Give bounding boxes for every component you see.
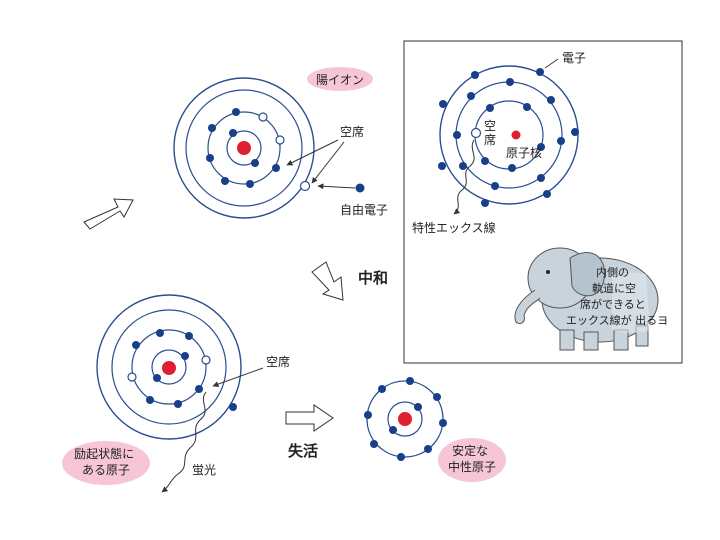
electron <box>364 411 372 419</box>
electron <box>453 131 461 139</box>
electron <box>459 162 467 170</box>
electron <box>229 403 237 411</box>
electron <box>424 445 432 453</box>
electron <box>543 190 551 198</box>
excited-line-1: 励起状態に <box>74 446 134 461</box>
neutralization-label: 中和 <box>358 269 388 287</box>
free-electron-label: 自由電子 <box>340 203 388 217</box>
electron <box>571 128 579 136</box>
vacancy-label-top: 空席 <box>340 124 364 139</box>
vacancy <box>202 356 210 364</box>
excited-line-2: ある原子 <box>82 463 130 477</box>
electron <box>471 71 479 79</box>
electron <box>536 68 544 76</box>
stable-line-2: 中性原子 <box>448 459 496 474</box>
electron <box>537 174 545 182</box>
electron <box>481 157 489 165</box>
cation-label: 陽イオン <box>316 73 364 87</box>
elephant-note-line-1: 内側の <box>596 265 629 279</box>
stable-atom <box>364 377 447 461</box>
electron <box>146 396 154 404</box>
elephant-note-line-2: 軌道に空 <box>592 281 636 295</box>
electron <box>229 129 237 137</box>
nucleus-label: 原子核 <box>506 146 542 160</box>
deactivation-label: 失活 <box>288 442 318 460</box>
electron <box>406 377 414 385</box>
electron <box>439 100 447 108</box>
electron <box>246 180 254 188</box>
electron <box>397 453 405 461</box>
electron <box>221 177 229 185</box>
electron <box>378 385 386 393</box>
electron <box>523 103 531 111</box>
characteristic-xray-label: 特性エックス線 <box>412 220 496 235</box>
electron <box>251 159 259 167</box>
vacancy-label-bottom: 空席 <box>266 354 290 369</box>
electron <box>486 104 494 112</box>
electron-label: 電子 <box>562 51 586 65</box>
electron <box>547 96 555 104</box>
free-electron <box>356 184 365 193</box>
elephant-note-line-3: 席ができると <box>580 297 646 311</box>
vacancy <box>301 182 310 191</box>
electron <box>272 164 280 172</box>
nucleus <box>398 412 412 426</box>
vacancy <box>128 373 136 381</box>
positive-ion-atom <box>174 78 314 218</box>
nucleus <box>162 361 176 375</box>
electron <box>467 92 475 100</box>
fluorescence-label: 蛍光 <box>192 463 216 477</box>
excited-atom <box>97 295 241 439</box>
nucleus <box>237 141 251 155</box>
electron <box>370 440 378 448</box>
electron <box>153 374 161 382</box>
stable-line-1: 安定な <box>452 443 488 458</box>
vacancy-inset-line-1: 空 <box>484 119 496 133</box>
vacancy <box>276 136 284 144</box>
electron <box>438 162 446 170</box>
electron <box>185 332 193 340</box>
electron <box>181 352 189 360</box>
vacancy <box>472 129 481 138</box>
electron <box>156 329 164 337</box>
fluorescence-wave <box>162 392 206 492</box>
electron <box>508 164 516 172</box>
electron <box>439 419 447 427</box>
arrow-deactivation <box>286 405 333 431</box>
electron <box>433 393 441 401</box>
electron <box>557 137 565 145</box>
nucleus <box>512 131 521 140</box>
vacancy-inset-line-2: 席 <box>484 132 496 147</box>
electron <box>174 400 182 408</box>
electron <box>232 108 240 116</box>
elephant-note-line-4: エックス線が 出るヨ <box>566 313 668 327</box>
electron <box>132 341 140 349</box>
electron <box>506 78 514 86</box>
electron <box>389 426 397 434</box>
vacancy <box>259 113 267 121</box>
electron <box>481 199 489 207</box>
electron <box>195 385 203 393</box>
electron <box>414 403 422 411</box>
electron <box>206 154 214 162</box>
electron <box>491 182 499 190</box>
arrow-neutralization <box>312 262 343 300</box>
arrow-to-ion <box>84 199 133 229</box>
electron <box>208 124 216 132</box>
